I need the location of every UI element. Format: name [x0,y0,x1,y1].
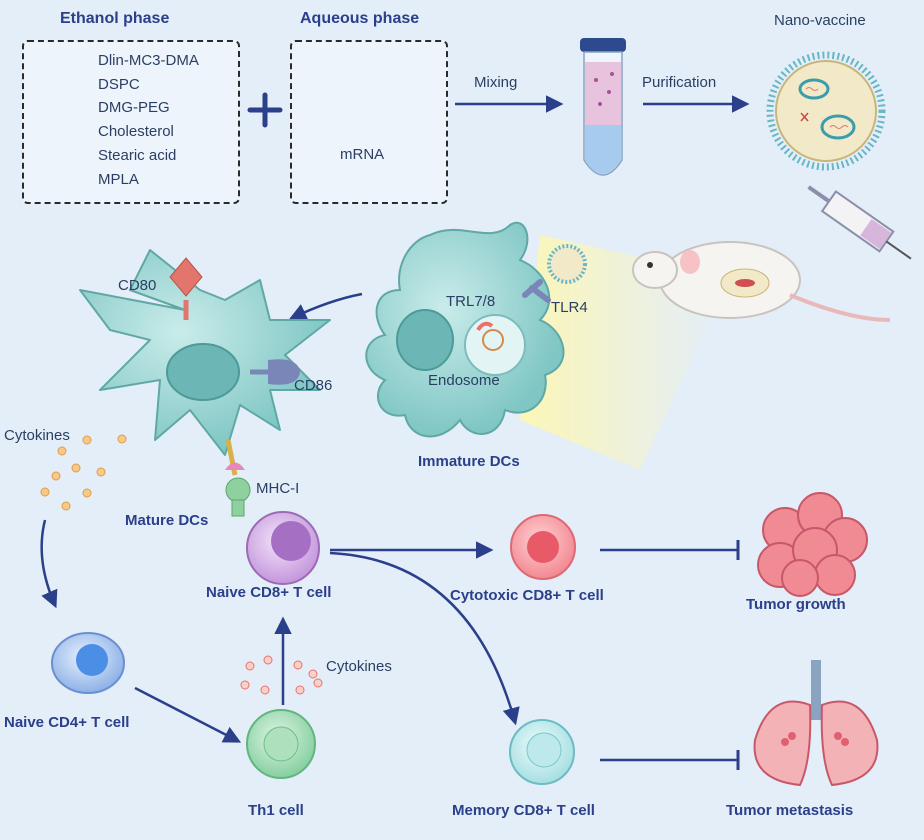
th1-cell-icon [246,709,316,779]
plus-icon [247,92,283,128]
naive-cd4-label: Naive CD4+ T cell [4,714,130,731]
nano-vaccine-label: Nano-vaccine [774,12,866,29]
ethanol-phase-title: Ethanol phase [60,10,170,27]
aqueous-phase-title: Aqueous phase [300,10,420,27]
mature-dc-icon [79,249,331,517]
syringe-icon [807,185,912,260]
memory-cell-icon [509,719,575,785]
mrna-label: mRNA [340,146,385,163]
legend-dspc: DSPC [98,76,140,93]
mixing-label: Mixing [474,74,518,91]
cytokine-to-cd4-arrow [40,519,58,609]
immature-dc-icon [365,221,587,438]
legend-dmg-peg: DMG-PEG [98,99,170,116]
naive-cd8-label: Naive CD8+ T cell [206,584,332,601]
aqueous-phase-box [290,40,448,204]
immature-dcs-label: Immature DCs [418,453,520,470]
inhibit-growth-line [600,540,740,560]
endosome-icon [464,314,526,376]
th1-label: Th1 cell [248,802,304,819]
legend-mpla: MPLA [98,171,139,188]
cd4-to-th1-arrow [134,686,242,743]
lungs-icon [753,660,879,787]
naive-cd4-cell-icon [51,632,125,694]
tumor-icon [757,492,868,597]
tlr4-receptor-icon [522,279,551,303]
cytotoxic-cell-icon [510,514,576,580]
maturation-arrow [288,292,363,320]
tumor-metastasis-label: Tumor metastasis [726,802,854,819]
memory-cd8-label: Memory CD8+ T cell [452,802,595,819]
cd80-label: CD80 [118,277,157,294]
mhc-receptor-icon [225,439,251,517]
cd86-receptor-icon [250,359,300,385]
legend-stearic-acid: Stearic acid [98,147,177,164]
cytokine-dots-th1 [240,655,323,695]
cytokines-label-left: Cytokines [4,427,70,444]
legend-cholesterol: Cholesterol [98,123,174,140]
cytokines-label-right: Cytokines [326,658,392,675]
tumor-growth-label: Tumor growth [746,596,846,613]
ethanol-phase-box [22,40,240,204]
cd86-label: CD86 [294,377,333,394]
nanoparticle-icon [547,244,587,284]
cd8-to-memory-arrow [329,551,520,726]
purification-label: Purification [642,74,717,91]
tube-icon [580,38,626,176]
legend-dlin-mc3-dma: Dlin-MC3-DMA [98,52,199,69]
mhc-i-label: MHC-I [256,480,300,497]
inhibit-metastasis-line [600,750,740,770]
mouse-icon [632,241,891,322]
mature-dcs-label: Mature DCs [125,512,209,529]
cytotoxic-cd8-label: Cytotoxic CD8+ T cell [450,587,604,604]
nano-vaccine-icon [766,51,886,171]
endosome-label: Endosome [428,372,500,389]
cd80-receptor-icon [169,257,203,320]
tlr4-label: TLR4 [551,299,588,316]
cytokine-dots-left [40,434,127,511]
trl78-label: TRL7/8 [446,293,496,310]
naive-cd8-cell-icon [246,511,320,585]
